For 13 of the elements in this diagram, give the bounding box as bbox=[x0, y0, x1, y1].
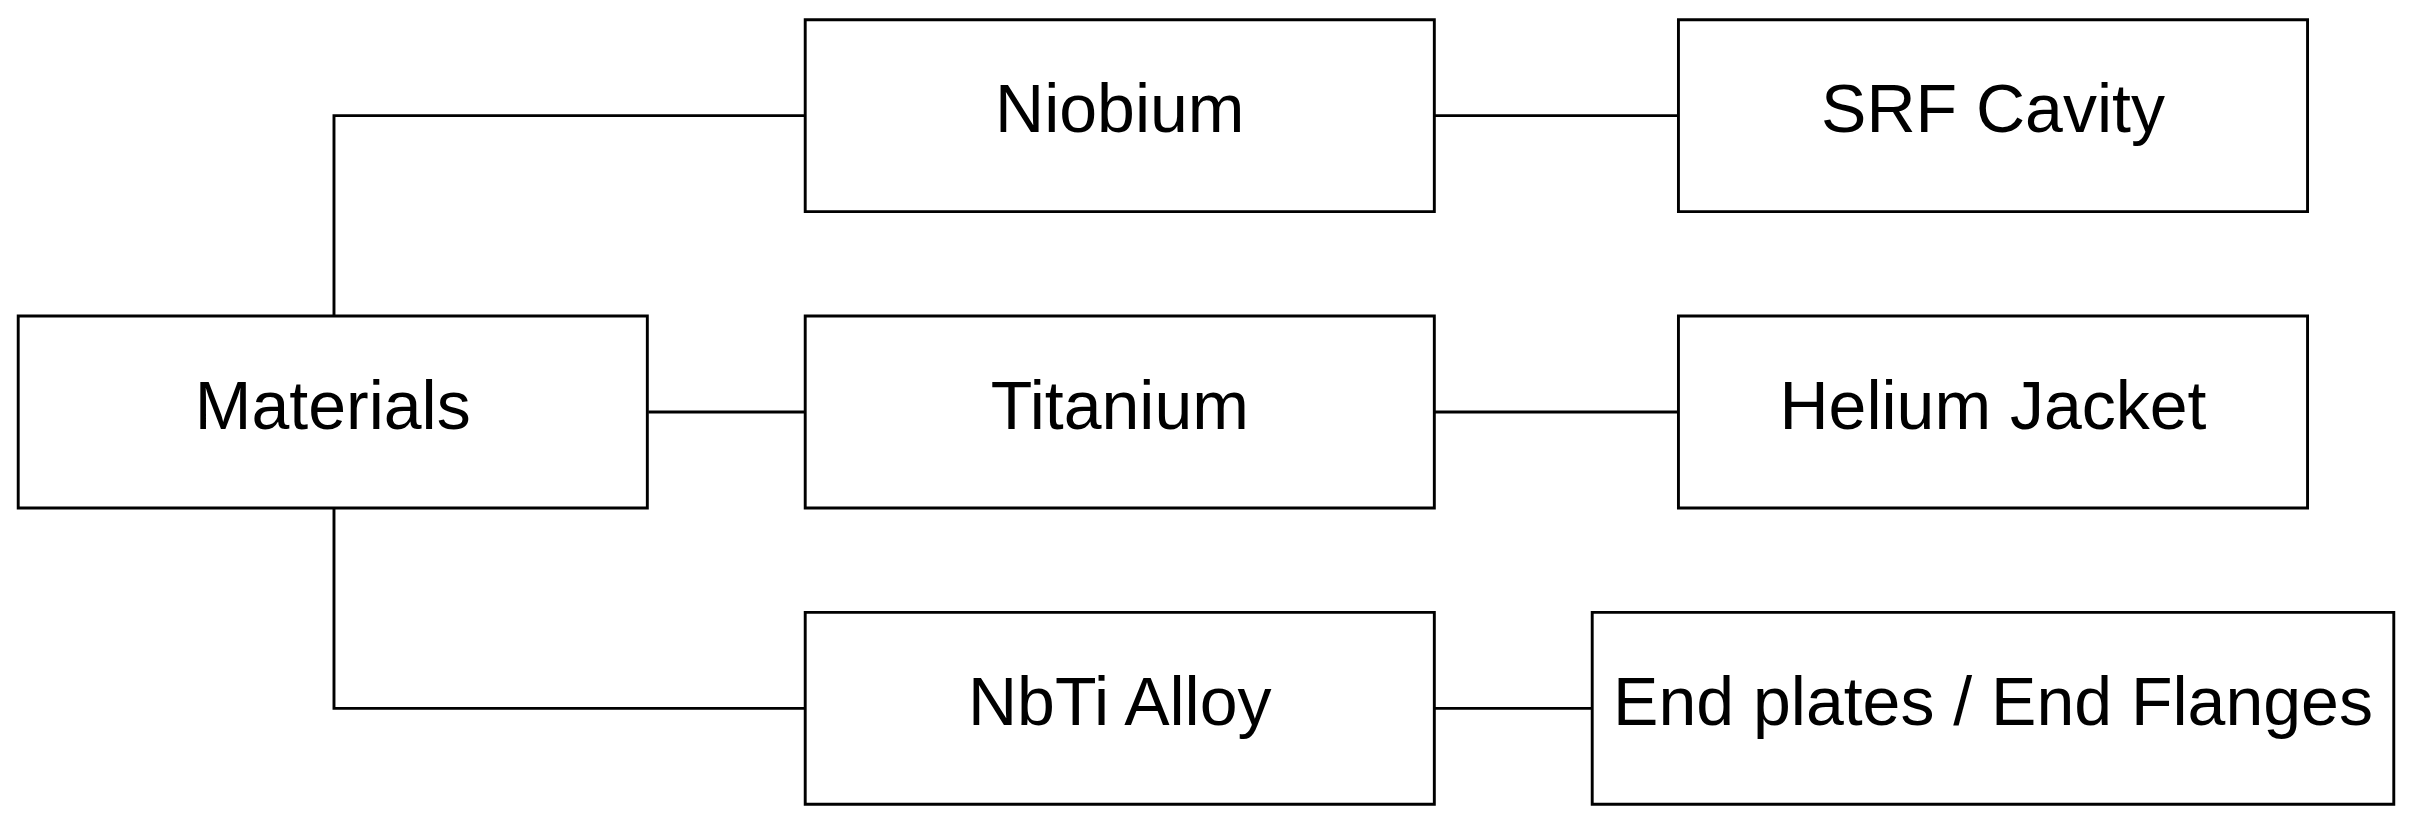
node-box: Niobium bbox=[803, 17, 1436, 213]
connector bbox=[332, 113, 805, 316]
connector bbox=[1434, 410, 1678, 413]
node-box: NbTi Alloy bbox=[803, 610, 1436, 806]
node-box: Helium Jacket bbox=[1677, 314, 2309, 509]
node-box: Titanium bbox=[803, 314, 1436, 509]
connector bbox=[648, 410, 805, 413]
connector bbox=[332, 507, 805, 710]
node-box: Materials bbox=[16, 314, 649, 509]
connector bbox=[1434, 706, 1592, 710]
node-box: SRF Cavity bbox=[1677, 17, 2309, 213]
node-box: End plates / End Flanges bbox=[1590, 610, 2396, 806]
connector bbox=[1434, 113, 1678, 117]
